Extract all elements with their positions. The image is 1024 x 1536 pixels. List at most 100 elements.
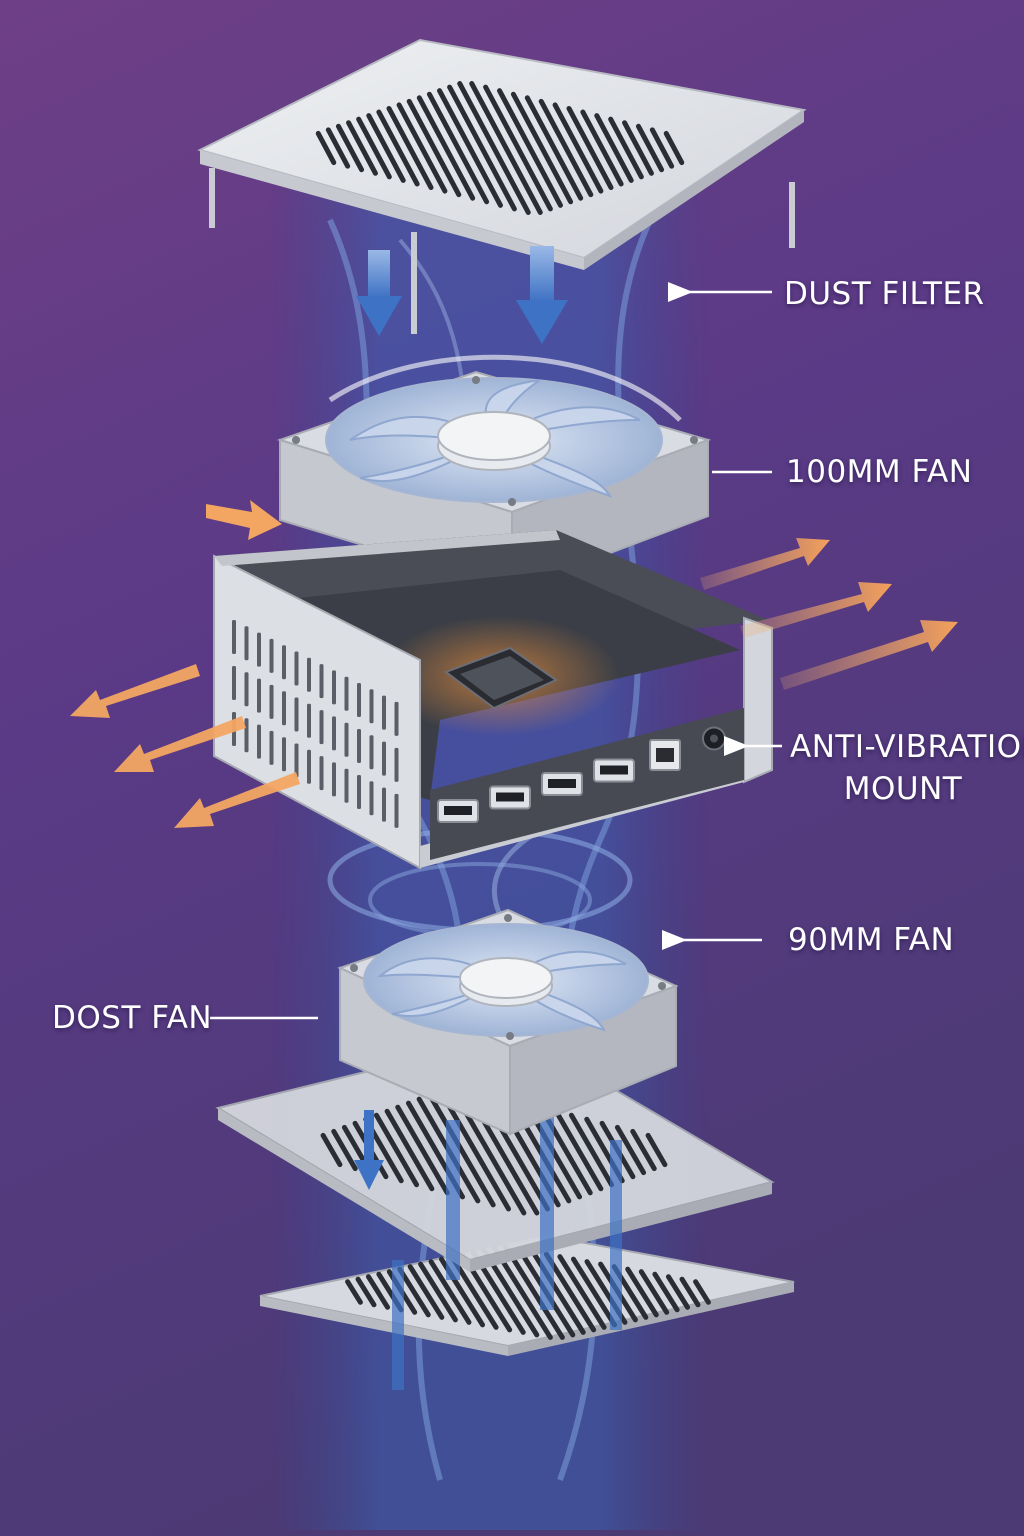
side-vent-slot	[257, 632, 261, 667]
label-dust-filter: DUST FILTER	[784, 276, 985, 312]
vent-slot	[538, 98, 594, 198]
vent-slot	[552, 102, 604, 194]
vent-slot	[524, 95, 584, 201]
side-vent-slot	[269, 684, 274, 719]
vent-slot	[395, 1104, 450, 1196]
side-vent-slot	[244, 626, 249, 661]
vent-slot	[608, 116, 644, 180]
side-vent-slot	[394, 793, 399, 828]
vent-slot	[365, 1274, 391, 1310]
vent-slot	[457, 81, 531, 215]
io-port-row	[437, 726, 726, 823]
vent-slot	[315, 130, 337, 166]
side-vent-slot	[319, 756, 324, 791]
fan-90mm	[337, 908, 679, 1136]
side-vent-slot	[244, 718, 249, 753]
vent-slot	[645, 1132, 668, 1168]
vent-slot	[373, 1112, 420, 1188]
vent-slot	[679, 1276, 701, 1308]
vent-slot	[497, 88, 563, 208]
label-anti-vibration-line1: ANTI-VIBRATION	[790, 729, 1024, 765]
vent-slot	[406, 98, 462, 198]
vent-slot	[437, 88, 503, 208]
side-vent-slot	[269, 730, 274, 765]
side-vent-slot	[369, 781, 374, 816]
side-vent-slot	[382, 741, 386, 776]
vent-slot	[418, 1261, 458, 1323]
vent-slot	[345, 1279, 363, 1305]
exhaust-arrow-left-2	[114, 716, 246, 772]
side-vent-slot	[357, 775, 361, 809]
label-90mm-fan: 90MM FAN	[788, 922, 955, 958]
case-enclosure	[213, 530, 773, 870]
vent-slot	[663, 130, 685, 166]
vent-slot	[366, 113, 406, 183]
exhaust-arrow-left-1	[70, 664, 200, 718]
side-vent-slot	[332, 762, 336, 797]
label-anti-vibration-line2: MOUNT	[843, 771, 963, 807]
side-vent-slot	[394, 747, 399, 782]
side-vent-slot	[382, 695, 386, 730]
side-vent-slot	[307, 657, 311, 692]
vent-slot	[638, 1269, 670, 1315]
vent-slot	[346, 120, 378, 176]
vent-slot	[510, 91, 574, 205]
side-vent-slot	[357, 683, 361, 717]
vent-slot	[426, 91, 490, 205]
side-vent-slot	[307, 749, 311, 784]
vent-slot	[570, 1256, 618, 1328]
vent-slot	[665, 1274, 691, 1310]
label-anti-vibration-mount: ANTI-VIBRATION MOUNT	[790, 726, 1024, 810]
exhaust-flow-streams	[392, 1110, 622, 1390]
vent-slot	[469, 81, 543, 215]
vent-slot	[543, 1251, 597, 1333]
vent-slot	[635, 123, 665, 173]
side-vent-slot	[382, 787, 386, 822]
side-vent-slot	[232, 666, 236, 700]
leader-lines	[210, 282, 782, 1020]
vent-slot	[614, 1124, 647, 1176]
vent-slot	[580, 109, 624, 187]
side-vent-slot	[332, 716, 336, 751]
side-vent-slot	[232, 620, 236, 654]
side-vent-slot	[294, 743, 299, 778]
vent-slot	[320, 1132, 343, 1168]
vent-slot	[416, 95, 476, 201]
vent-slot	[693, 1279, 711, 1305]
side-vent-slot	[269, 638, 274, 673]
intake-arrow-right	[516, 246, 568, 344]
vent-slot	[356, 116, 392, 180]
side-vent-slot	[319, 710, 324, 745]
side-vent-slot	[282, 691, 286, 726]
side-vent-slot	[257, 678, 261, 713]
vent-slot	[652, 1271, 680, 1313]
vent-slot	[386, 105, 434, 191]
vent-slot	[355, 1276, 377, 1308]
top-dust-filter	[197, 38, 807, 334]
exhaust-arrow-left-3	[174, 772, 300, 828]
vent-slot	[437, 1088, 512, 1212]
label-dost-fan: DOST FAN	[52, 1000, 213, 1036]
exhaust-arrow-right-2	[740, 582, 892, 638]
vent-slot	[649, 127, 675, 169]
vent-slot	[396, 102, 448, 194]
vent-slot	[568, 1112, 615, 1188]
vent-slot	[447, 84, 517, 212]
side-vent-slot	[344, 722, 349, 757]
vent-slot	[557, 1254, 607, 1330]
vent-slot	[335, 123, 365, 173]
side-vent-slot	[344, 676, 349, 711]
side-vent-slot	[294, 651, 299, 686]
vent-slot	[553, 1108, 604, 1192]
side-vent-slot	[369, 689, 374, 724]
vent-slot	[622, 120, 654, 176]
side-vent-slot	[257, 724, 261, 759]
filter-vent-slots	[315, 81, 685, 215]
side-vent-slot	[344, 768, 349, 803]
vent-slot	[376, 109, 420, 187]
vent-slot	[594, 113, 634, 183]
vent-slot	[503, 1244, 565, 1340]
side-vent-slot	[369, 735, 374, 770]
vent-slot	[397, 1266, 431, 1318]
